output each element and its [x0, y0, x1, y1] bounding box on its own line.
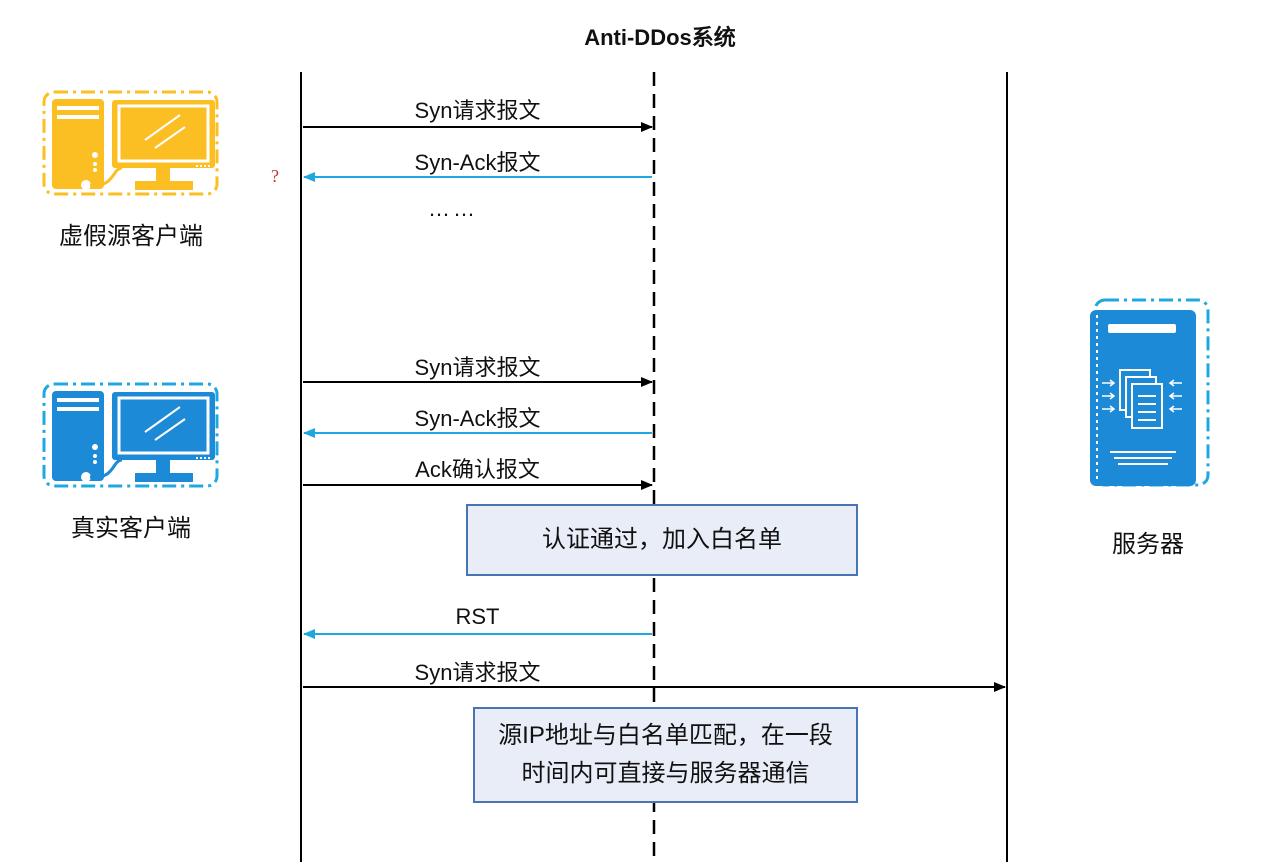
server-icon — [1090, 298, 1210, 487]
message-label: Ack确认报文 — [415, 457, 540, 482]
whitelist-note: 源IP地址与白名单匹配，在一段 时间内可直接与服务器通信 — [473, 707, 858, 803]
message-label: Syn请求报文 — [414, 660, 541, 685]
message-label: Syn请求报文 — [414, 98, 541, 123]
fake-client-computer-icon — [42, 90, 219, 196]
auth-note: 认证通过，加入白名单 — [466, 504, 858, 576]
message-label: Syn-Ack报文 — [414, 406, 541, 431]
server-label: 服务器 — [1112, 531, 1184, 558]
message-label: Syn请求报文 — [414, 355, 541, 380]
message-label: RST — [455, 604, 500, 629]
auth-note-text: 认证通过，加入白名单 — [542, 526, 782, 553]
real-client-computer-icon — [42, 382, 219, 488]
ellipsis: …… — [428, 196, 478, 221]
diagram-title: Anti-DDos系统 — [584, 25, 736, 50]
message-label: Syn-Ack报文 — [414, 150, 541, 175]
real-client-label: 真实客户端 — [71, 515, 191, 542]
question-mark: ? — [271, 166, 279, 186]
whitelist-note-line1: 源IP地址与白名单匹配，在一段 — [498, 722, 833, 749]
whitelist-note-line2: 时间内可直接与服务器通信 — [521, 760, 810, 787]
fake-client-label: 虚假源客户端 — [59, 223, 203, 250]
